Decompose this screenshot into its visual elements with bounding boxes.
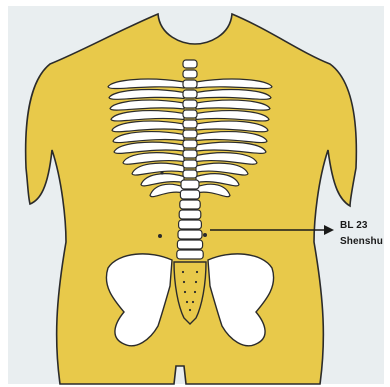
sacral-foramen [182, 271, 184, 273]
sacral-foramen [186, 301, 188, 303]
acupoint-code-label: BL 23 [340, 220, 368, 231]
vertebra [183, 70, 197, 78]
sacral-foramen [195, 281, 197, 283]
vertebra [179, 210, 201, 219]
vertebra [180, 200, 200, 209]
vertebra [183, 60, 197, 68]
sacral-foramen [189, 309, 191, 311]
sacral-foramen [184, 291, 186, 293]
vertebra [179, 220, 202, 229]
sacral-foramen [196, 271, 198, 273]
vertebra [183, 100, 197, 108]
vertebra [177, 240, 202, 249]
vertebra [183, 110, 197, 118]
vertebra [180, 190, 199, 199]
vertebra [183, 80, 197, 88]
sacral-foramen [183, 281, 185, 283]
sacral-foramen [194, 291, 196, 293]
vertebra [181, 180, 199, 189]
vertebra [178, 230, 202, 239]
acupoint-right-marker [203, 233, 207, 237]
vertebra [183, 140, 197, 148]
acupoint-left-marker [158, 234, 162, 238]
vertebra [183, 90, 197, 98]
vertebra [183, 150, 197, 158]
vertebra [183, 170, 197, 178]
vertebra [183, 120, 197, 128]
acupoint-upper-marker [160, 171, 163, 174]
vertebra [183, 160, 197, 168]
vertebra [177, 250, 203, 259]
vertebra [183, 130, 197, 138]
acupoint-name-label: Shenshu [340, 236, 383, 247]
sacral-foramen [192, 301, 194, 303]
